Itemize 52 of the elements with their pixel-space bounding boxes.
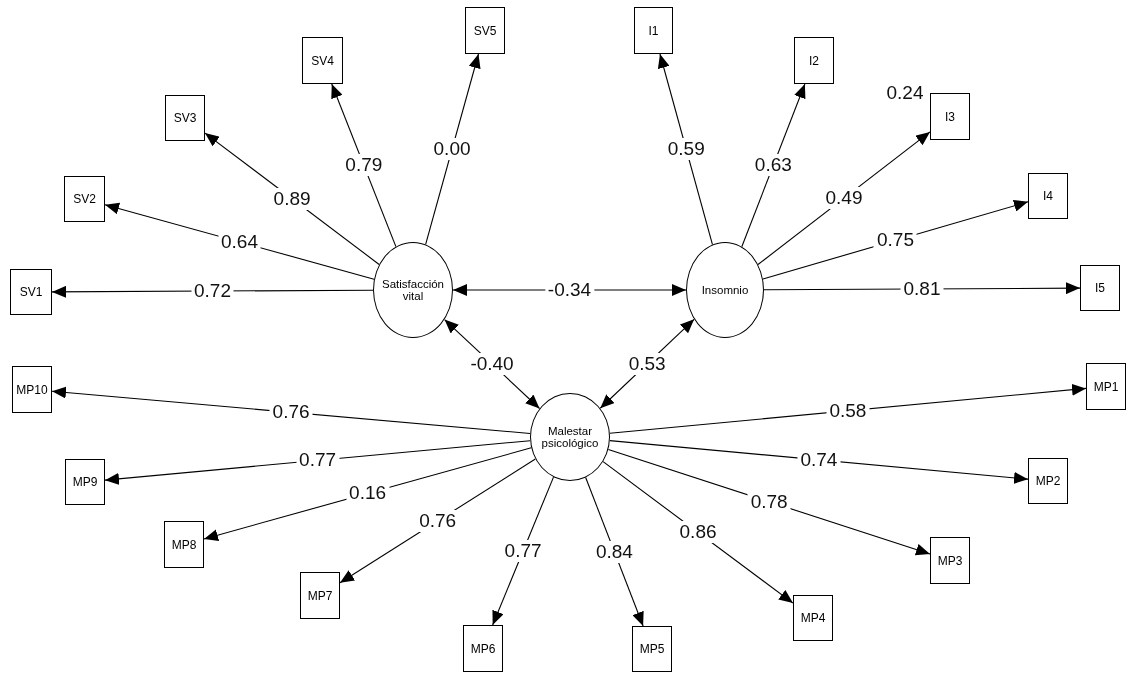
indicator-box	[10, 269, 52, 315]
node-label: SV5	[473, 23, 497, 38]
indicator-box	[930, 537, 970, 584]
arrow	[609, 440, 1029, 484]
node-label: I5	[1095, 281, 1105, 295]
indicator-box	[793, 595, 833, 641]
arrow	[657, 53, 714, 246]
node-label: I4	[1043, 189, 1053, 203]
node-label: MP4	[800, 611, 826, 625]
arrow	[51, 386, 531, 435]
indicator-box	[930, 93, 970, 140]
indicator-box	[1028, 173, 1068, 219]
arrow	[609, 383, 1087, 434]
indicator-box	[1028, 458, 1068, 504]
indicator-box	[634, 7, 673, 54]
indicator-box	[794, 37, 834, 84]
node-label: Satisfacción vital	[381, 277, 445, 303]
arrow	[104, 440, 531, 485]
node-label: Malestar psicológico	[540, 424, 600, 450]
indicator-box	[164, 521, 204, 568]
latent-variable-ellipse	[530, 393, 610, 481]
node-label: I1	[648, 23, 659, 38]
node-label: MP7	[307, 588, 333, 603]
node-label: MP5	[639, 642, 665, 656]
node-label: Insomnio	[701, 283, 749, 297]
node-label: MP8	[171, 537, 197, 552]
node-label: MP6	[470, 641, 496, 656]
indicator-box	[165, 95, 205, 141]
node-label: SV1	[19, 285, 43, 299]
node-label: SV2	[73, 192, 96, 206]
node-label: SV4	[311, 53, 334, 68]
node-label: SV3	[173, 111, 197, 125]
node-label: MP9	[72, 475, 98, 489]
indicator-box	[1086, 363, 1126, 410]
indicator-box	[465, 7, 505, 54]
indicator-box	[12, 366, 52, 413]
node-label: MP2	[1035, 474, 1061, 488]
node-label: MP3	[937, 553, 963, 568]
arrow	[331, 83, 397, 248]
arrow	[425, 53, 481, 245]
node-label: MP1	[1093, 379, 1119, 394]
indicator-box	[632, 626, 672, 672]
indicator-box	[65, 459, 105, 505]
arrow	[741, 83, 806, 248]
node-label: I3	[945, 109, 955, 124]
indicator-box	[463, 625, 503, 672]
indicator-box	[64, 176, 105, 222]
node-label: MP10	[16, 382, 48, 397]
indicator-box	[302, 37, 343, 84]
indicator-box	[300, 572, 340, 619]
indicator-box	[1080, 265, 1120, 311]
node-label: I2	[809, 53, 819, 68]
